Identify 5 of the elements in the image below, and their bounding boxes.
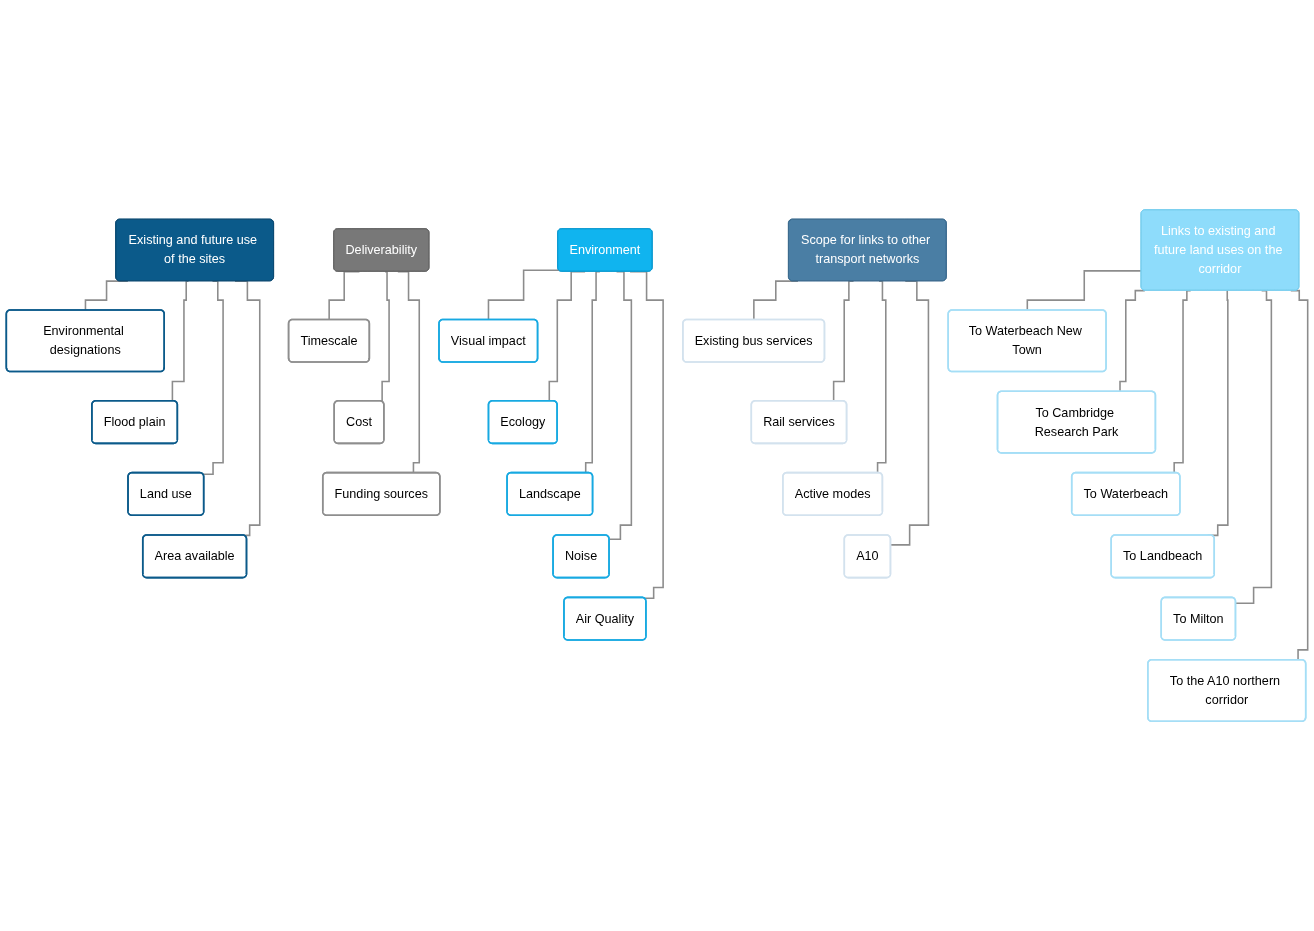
connector <box>1235 289 1273 604</box>
connector <box>487 269 560 321</box>
connector <box>890 280 930 546</box>
connector <box>202 280 224 476</box>
connector <box>608 270 633 541</box>
